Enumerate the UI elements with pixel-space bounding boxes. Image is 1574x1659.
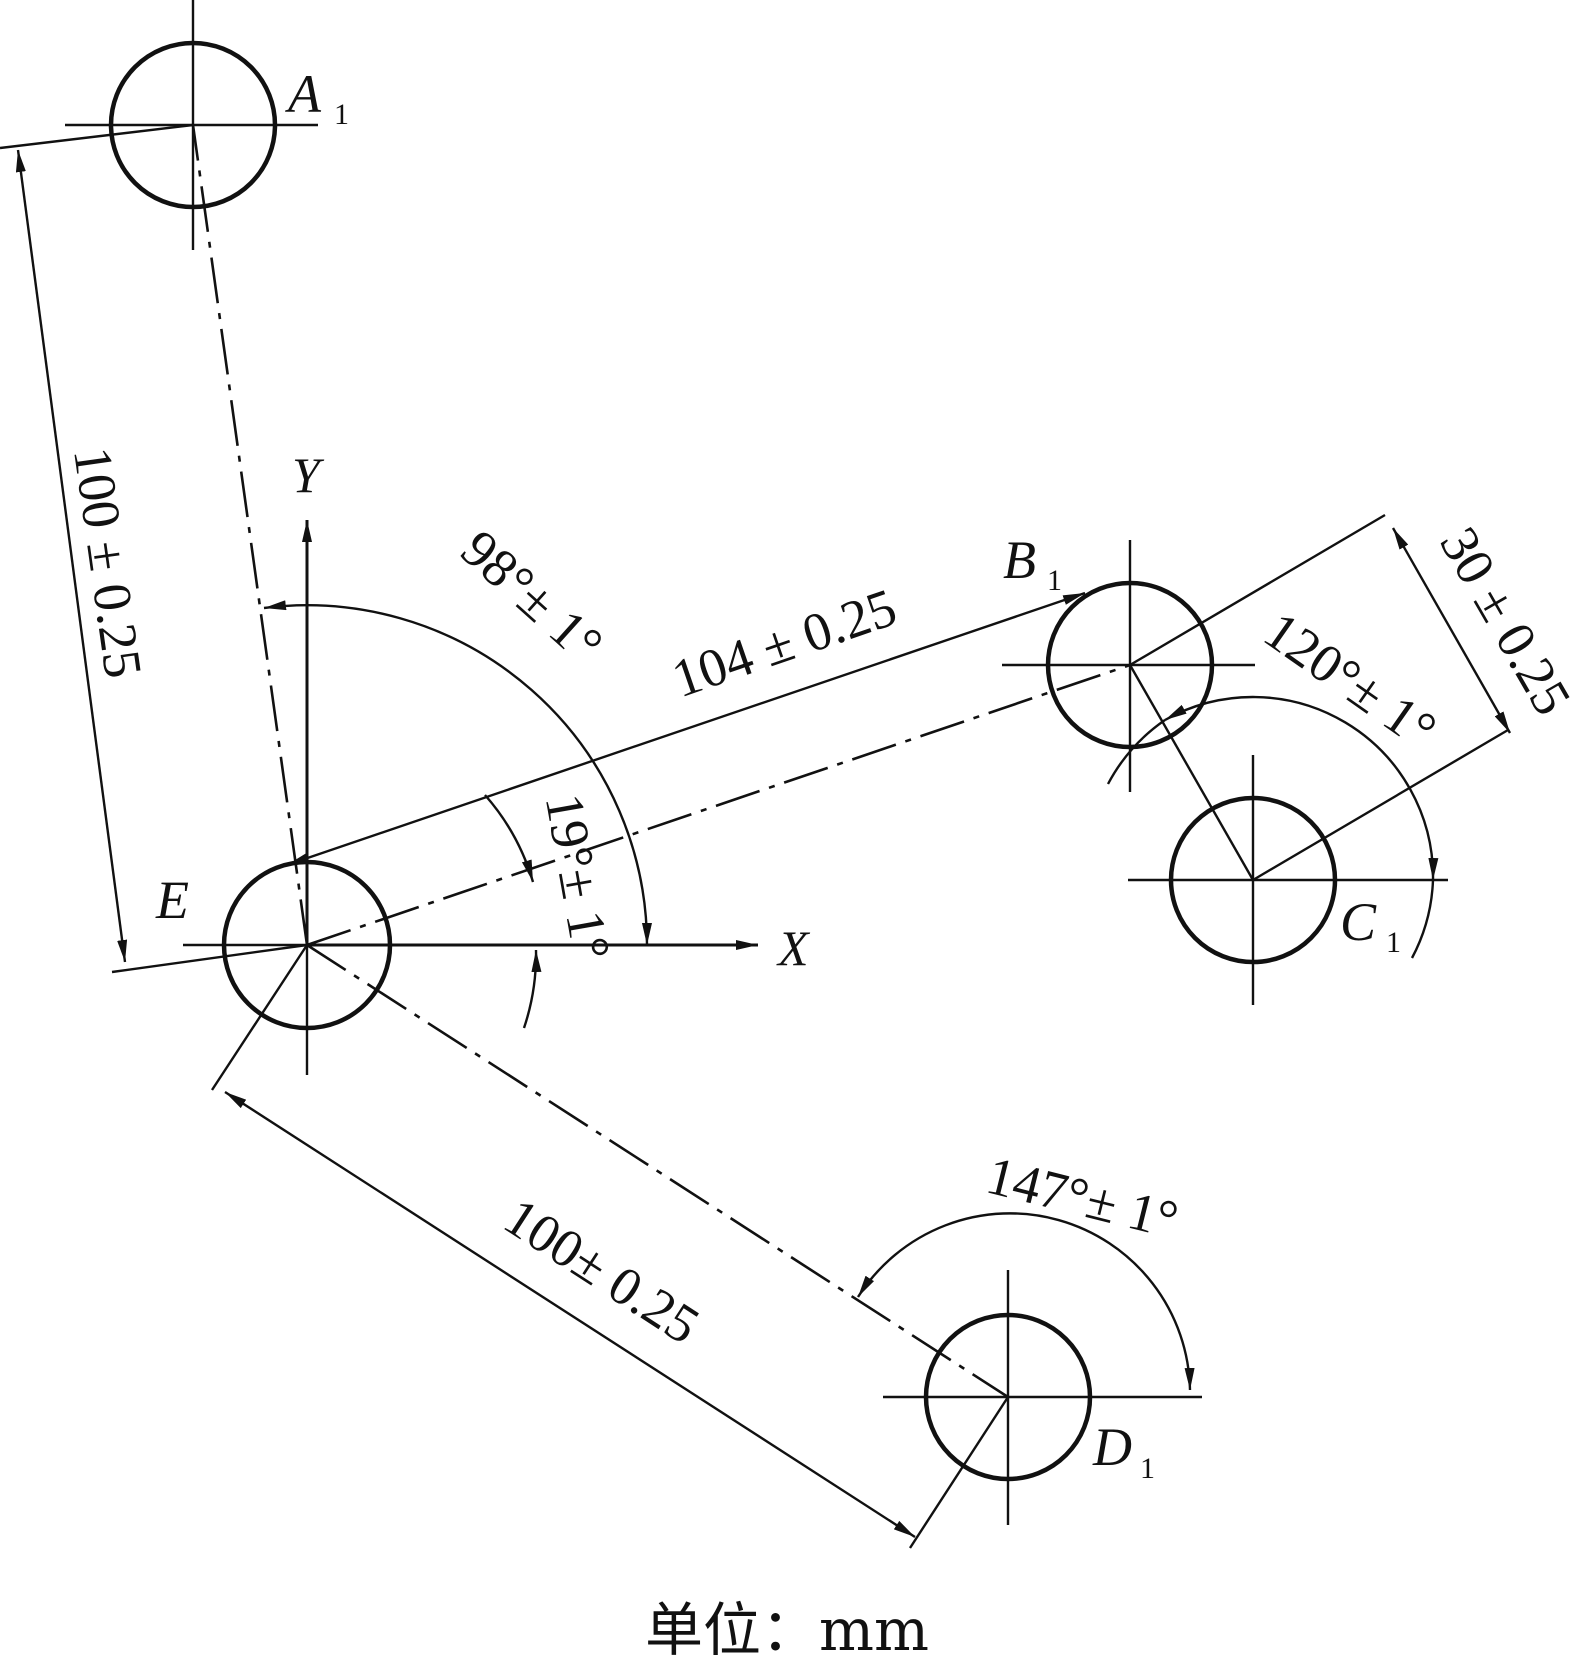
dimension-label-e-d1: 100± 0.25 [494, 1186, 710, 1355]
angle-19: 19°± 1° [484, 789, 622, 1029]
extension-line-e-d1 [210, 944, 309, 1091]
hole-b1-subscript: 1 [1047, 564, 1062, 597]
dimension-e-a1: 100 ± 0.25 [0, 123, 308, 974]
dimension-label-b1-c1: 30 ± 0.25 [1428, 517, 1574, 725]
hole-d1-label: D 1 [1092, 1417, 1155, 1485]
extension-line-d1 [908, 1396, 1010, 1549]
dimension-line-e-d1 [224, 1090, 916, 1539]
hole-d1-letter: D [1092, 1417, 1132, 1477]
hole-e-letter: E [155, 870, 189, 930]
hole-c1-label: C 1 [1340, 892, 1401, 959]
angle-arc-120-tail-top [1106, 719, 1166, 785]
angle-arc-147 [856, 1212, 1195, 1391]
dimension-line-e-a1 [15, 149, 128, 963]
hole-c1-letter: C [1340, 892, 1377, 952]
angle-arc-120 [1164, 695, 1439, 881]
centerline-e-a1 [191, 124, 309, 946]
hole-e [183, 850, 400, 1075]
angle-arc-120-tail-bottom [1410, 879, 1435, 959]
angle-label-147: 147°± 1° [981, 1145, 1184, 1250]
hole-c1-subscript: 1 [1386, 926, 1401, 959]
hole-d1 [883, 1270, 1202, 1525]
hole-a1-letter: A [285, 64, 322, 124]
dimension-label-e-a1: 100 ± 0.25 [62, 443, 154, 681]
extension-line-e-left [111, 943, 308, 974]
angle-120: 120°± 1° [1106, 600, 1448, 959]
hole-a1-label: A 1 [285, 64, 349, 131]
hole-b1-label: B 1 [1003, 530, 1062, 597]
angle-arc-19-inner [484, 794, 535, 883]
dimension-line-e-b1 [286, 591, 1086, 867]
dimension-label-e-b1: 104 ± 0.25 [665, 577, 904, 709]
angle-147: 147°± 1° [856, 1145, 1195, 1391]
unit-caption: 单位：mm [645, 1596, 929, 1659]
y-axis-label: Y [292, 447, 325, 503]
x-axis-label: X [776, 920, 811, 976]
hole-a1-subscript: 1 [334, 98, 349, 131]
hole-d1-subscript: 1 [1140, 1452, 1155, 1485]
hole-b1-letter: B [1003, 530, 1036, 590]
angle-label-19: 19°± 1° [534, 789, 622, 964]
dimension-line-b1-c1 [1391, 527, 1512, 734]
angle-label-98: 98°± 1° [450, 518, 614, 675]
dimension-e-d1: 100± 0.25 [210, 944, 1010, 1549]
angle-label-120: 120°± 1° [1254, 600, 1448, 761]
angle-arc-19-outer [522, 949, 542, 1029]
extension-line-a1 [0, 123, 194, 150]
angle-arc-98 [263, 600, 652, 946]
centerline-e-b1 [306, 663, 1131, 947]
extension-line-b1 [1129, 513, 1386, 667]
